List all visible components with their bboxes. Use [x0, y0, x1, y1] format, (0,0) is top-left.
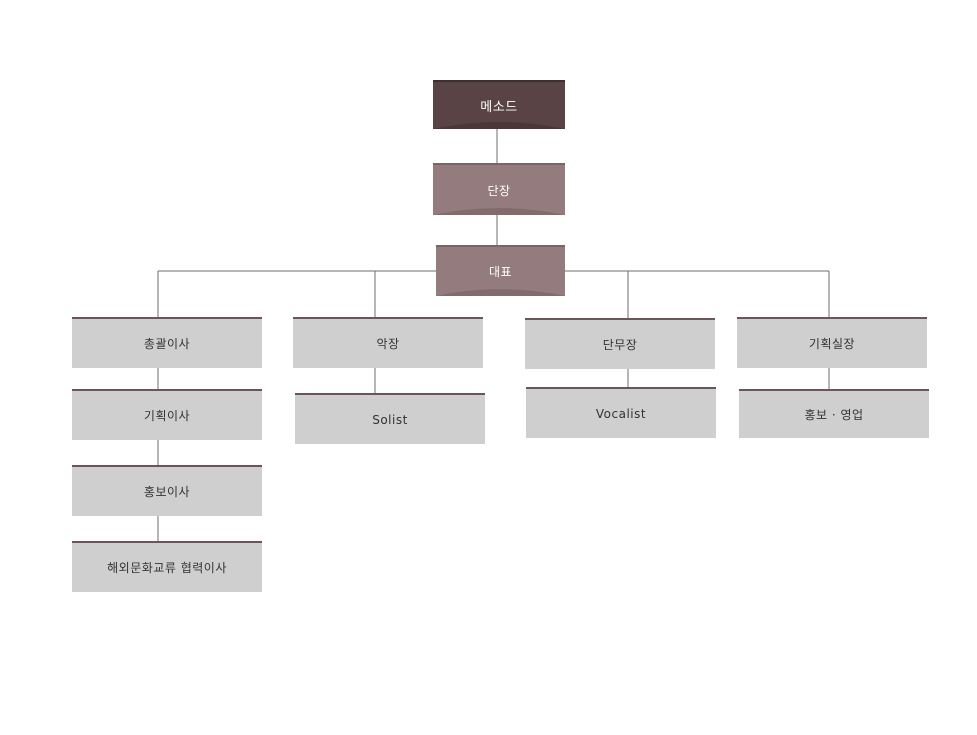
- org-box-representative-label: 대표: [488, 265, 513, 279]
- org-box-method-label: 메소드: [480, 100, 518, 115]
- org-box-pr-sales: 홍보 · 영업: [739, 389, 929, 438]
- org-box-label: 해외문화교류 협력이사: [107, 561, 227, 575]
- org-box-label: 홍보 · 영업: [804, 408, 864, 422]
- org-box-concertmaster: 악장: [293, 317, 483, 368]
- org-box-pr-director: 홍보이사: [72, 465, 262, 516]
- org-box-representative: 대표: [436, 245, 565, 296]
- org-box-general-director: 총괄이사: [72, 317, 262, 368]
- org-box-planning-chief: 기획실장: [737, 317, 927, 368]
- org-box-label: 기획이사: [143, 409, 191, 423]
- org-box-vocalist: Vocalist: [526, 387, 716, 438]
- org-box-label: 홍보이사: [143, 485, 191, 499]
- org-box-international-director: 해외문화교류 협력이사: [72, 541, 262, 592]
- org-box-label: Vocalist: [595, 406, 647, 421]
- org-box-label: Solist: [372, 412, 408, 427]
- org-box-label: 단무장: [602, 338, 638, 352]
- org-box-solist: Solist: [295, 393, 485, 444]
- org-box-dance-chief: 단무장: [525, 318, 715, 369]
- org-box-label: 총괄이사: [143, 337, 191, 351]
- org-box-label: 악장: [376, 337, 400, 351]
- org-box-planning-director: 기획이사: [72, 389, 262, 440]
- org-box-leader: 단장: [433, 163, 565, 215]
- org-box-label: 기획실장: [808, 337, 856, 351]
- org-box-method: 메소드: [433, 80, 565, 129]
- org-box-leader-label: 단장: [487, 183, 511, 198]
